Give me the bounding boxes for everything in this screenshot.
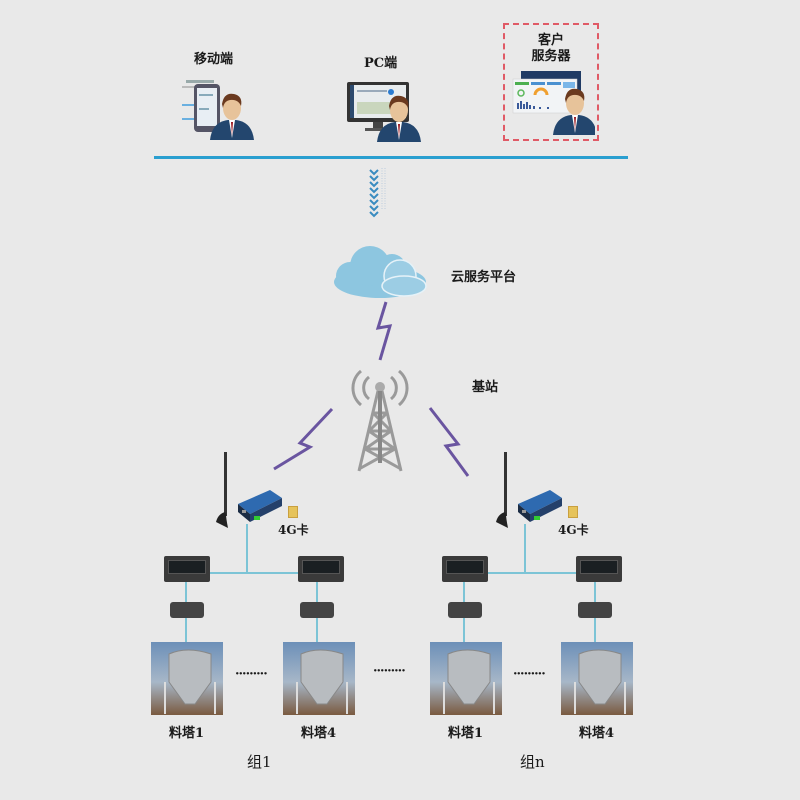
link-line xyxy=(594,582,596,604)
base-station-label: 基站 xyxy=(472,380,499,395)
4g-router-icon xyxy=(514,486,564,526)
group-n: 4G卡 ········· 料塔1 料塔4 组n xyxy=(420,450,670,800)
silo-label-1: 料塔1 xyxy=(169,726,205,741)
antenna-icon xyxy=(212,452,232,528)
group-1: 4G卡 ········· 料塔1 料塔4 组1 xyxy=(140,450,390,800)
weighing-controller-2 xyxy=(298,556,344,582)
group-label: 组1 xyxy=(247,753,272,771)
cloud-icon xyxy=(330,240,430,302)
group-label: 组n xyxy=(520,753,545,771)
silo-label-2: 料塔4 xyxy=(301,726,337,741)
sim-card-icon xyxy=(288,506,298,518)
mobile-client-label: 移动端 xyxy=(194,52,234,67)
router-uplink-line xyxy=(524,524,526,572)
4g-router-icon xyxy=(234,486,284,526)
link-line xyxy=(594,618,596,642)
router-uplink-line xyxy=(246,524,248,572)
silo-ellipsis: ········· xyxy=(513,667,546,682)
controller-bus-line xyxy=(208,572,300,574)
sim-card-icon xyxy=(568,506,578,518)
cell-tower-icon xyxy=(345,365,415,475)
link-line xyxy=(463,582,465,604)
silo-image-2 xyxy=(283,642,355,715)
pc-client-label: PC端 xyxy=(364,56,398,71)
server-user-icon xyxy=(511,69,595,135)
link-line xyxy=(463,618,465,642)
link-line xyxy=(316,582,318,604)
junction-box-2 xyxy=(578,602,612,618)
antenna-icon xyxy=(492,452,512,528)
weighing-controller-2 xyxy=(576,556,622,582)
wireless-link-icon xyxy=(368,300,394,364)
data-flow-arrows-icon xyxy=(368,166,392,226)
between-groups-ellipsis: ········· xyxy=(373,664,406,679)
junction-box-2 xyxy=(300,602,334,618)
link-line xyxy=(316,618,318,642)
silo-label-2: 料塔4 xyxy=(579,726,615,741)
junction-box-1 xyxy=(170,602,204,618)
silo-image-1 xyxy=(430,642,502,715)
silo-label-1: 料塔1 xyxy=(448,726,484,741)
pc-user-icon xyxy=(345,80,425,142)
sim-card-label: 4G卡 xyxy=(558,523,589,537)
customer-server-box: 客户 服务器 xyxy=(503,23,599,141)
weighing-controller-1 xyxy=(442,556,488,582)
link-line xyxy=(185,618,187,642)
weighing-controller-1 xyxy=(164,556,210,582)
cloud-platform-label: 云服务平台 xyxy=(451,270,517,285)
junction-box-1 xyxy=(448,602,482,618)
server-label-line1: 客户 xyxy=(537,33,564,48)
wireless-link-left-icon xyxy=(270,405,334,471)
controller-bus-line xyxy=(486,572,578,574)
sim-card-label: 4G卡 xyxy=(278,523,309,537)
server-label-line2: 服务器 xyxy=(531,49,571,64)
client-bus-line xyxy=(154,156,628,159)
wireless-link-right-icon xyxy=(428,406,472,478)
silo-image-1 xyxy=(151,642,223,715)
link-line xyxy=(185,582,187,604)
silo-image-2 xyxy=(561,642,633,715)
silo-ellipsis: ········· xyxy=(235,667,268,682)
mobile-user-icon xyxy=(180,78,260,140)
